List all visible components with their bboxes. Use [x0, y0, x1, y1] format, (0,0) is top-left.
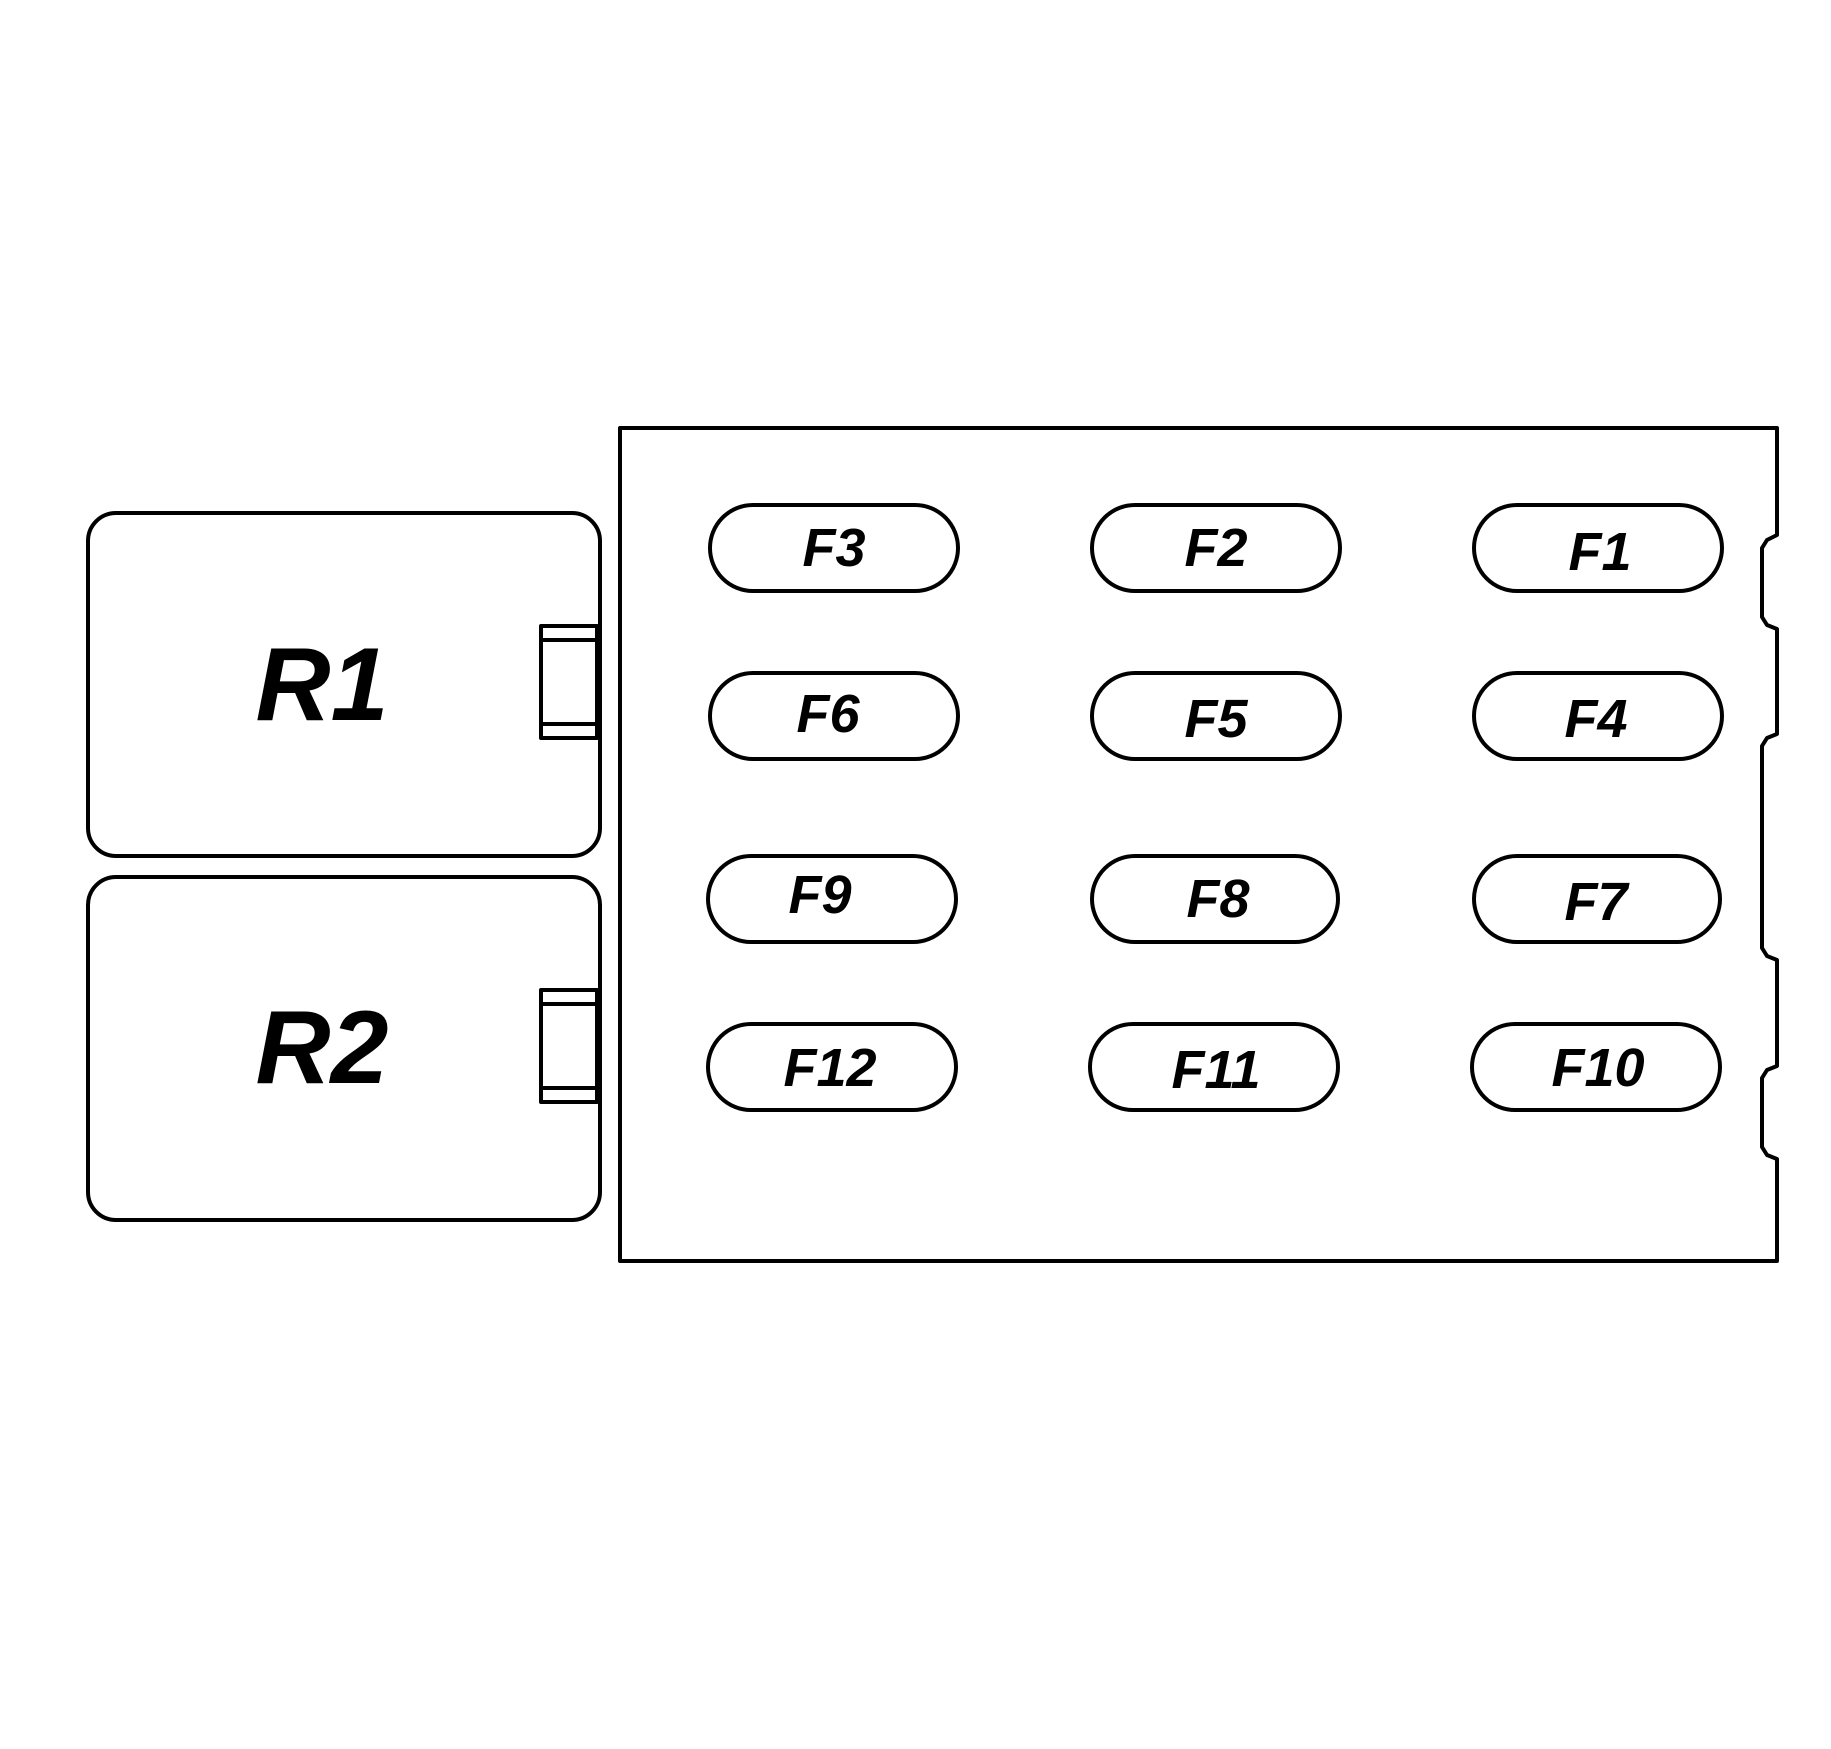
relay-r1-label: R1: [256, 627, 389, 743]
fuse-f12-label: F12: [783, 1038, 876, 1098]
fuse-f3: F3: [708, 503, 960, 593]
fuse-f9-label: F9: [788, 865, 851, 925]
fuse-f7-body: [1472, 854, 1722, 944]
relay-r2-label: R2: [256, 990, 389, 1106]
relay-r2-connector-tab: [539, 988, 599, 1104]
fuse-f12: F12: [706, 1022, 958, 1112]
fuse-f11: F11: [1088, 1022, 1340, 1112]
fuse-f4-label: F4: [1564, 689, 1627, 749]
fuse-f3-body: [708, 503, 960, 593]
fuse-f1: F1: [1472, 503, 1724, 593]
relay-r1: R1: [86, 511, 602, 858]
fuse-f2: F2: [1090, 503, 1342, 593]
fuse-f9: F9: [706, 854, 958, 944]
relay-r2: R2: [86, 875, 602, 1222]
fuse-f9-body: [706, 854, 958, 944]
fuse-f5: F5: [1090, 671, 1342, 761]
fuse-f2-body: [1090, 503, 1342, 593]
fuse-f2-label: F2: [1184, 518, 1247, 578]
relay-r1-connector-tab: [539, 624, 599, 740]
fuse-f8-body: [1090, 854, 1340, 944]
fuse-f7-label: F7: [1564, 872, 1630, 932]
fuse-f10: F10: [1470, 1022, 1722, 1112]
fuse-f4-body: [1472, 671, 1724, 761]
fuse-f8-label: F8: [1186, 869, 1249, 929]
fuse-f11-label: F11: [1171, 1040, 1260, 1100]
fuse-f6: F6: [708, 671, 960, 761]
fuse-f12-body: [706, 1022, 958, 1112]
fuse-f5-label: F5: [1184, 689, 1248, 749]
fuse-f4: F4: [1472, 671, 1724, 761]
fuse-f6-body: [708, 671, 960, 761]
fuse-f6-label: F6: [796, 684, 860, 744]
fuse-f1-label: F1: [1568, 522, 1631, 582]
fuse-f1-body: [1472, 503, 1724, 593]
fuse-f5-body: [1090, 671, 1342, 761]
fuse-f10-body: [1470, 1022, 1722, 1112]
fuse-f3-label: F3: [802, 518, 865, 578]
fuse-f8: F8: [1090, 854, 1340, 944]
relay-r2-housing: [86, 875, 602, 1222]
relay-r1-housing: [86, 511, 602, 858]
fuse-f10-label: F10: [1551, 1038, 1644, 1098]
fuse-f7: F7: [1472, 854, 1722, 944]
fuse-f11-body: [1088, 1022, 1340, 1112]
